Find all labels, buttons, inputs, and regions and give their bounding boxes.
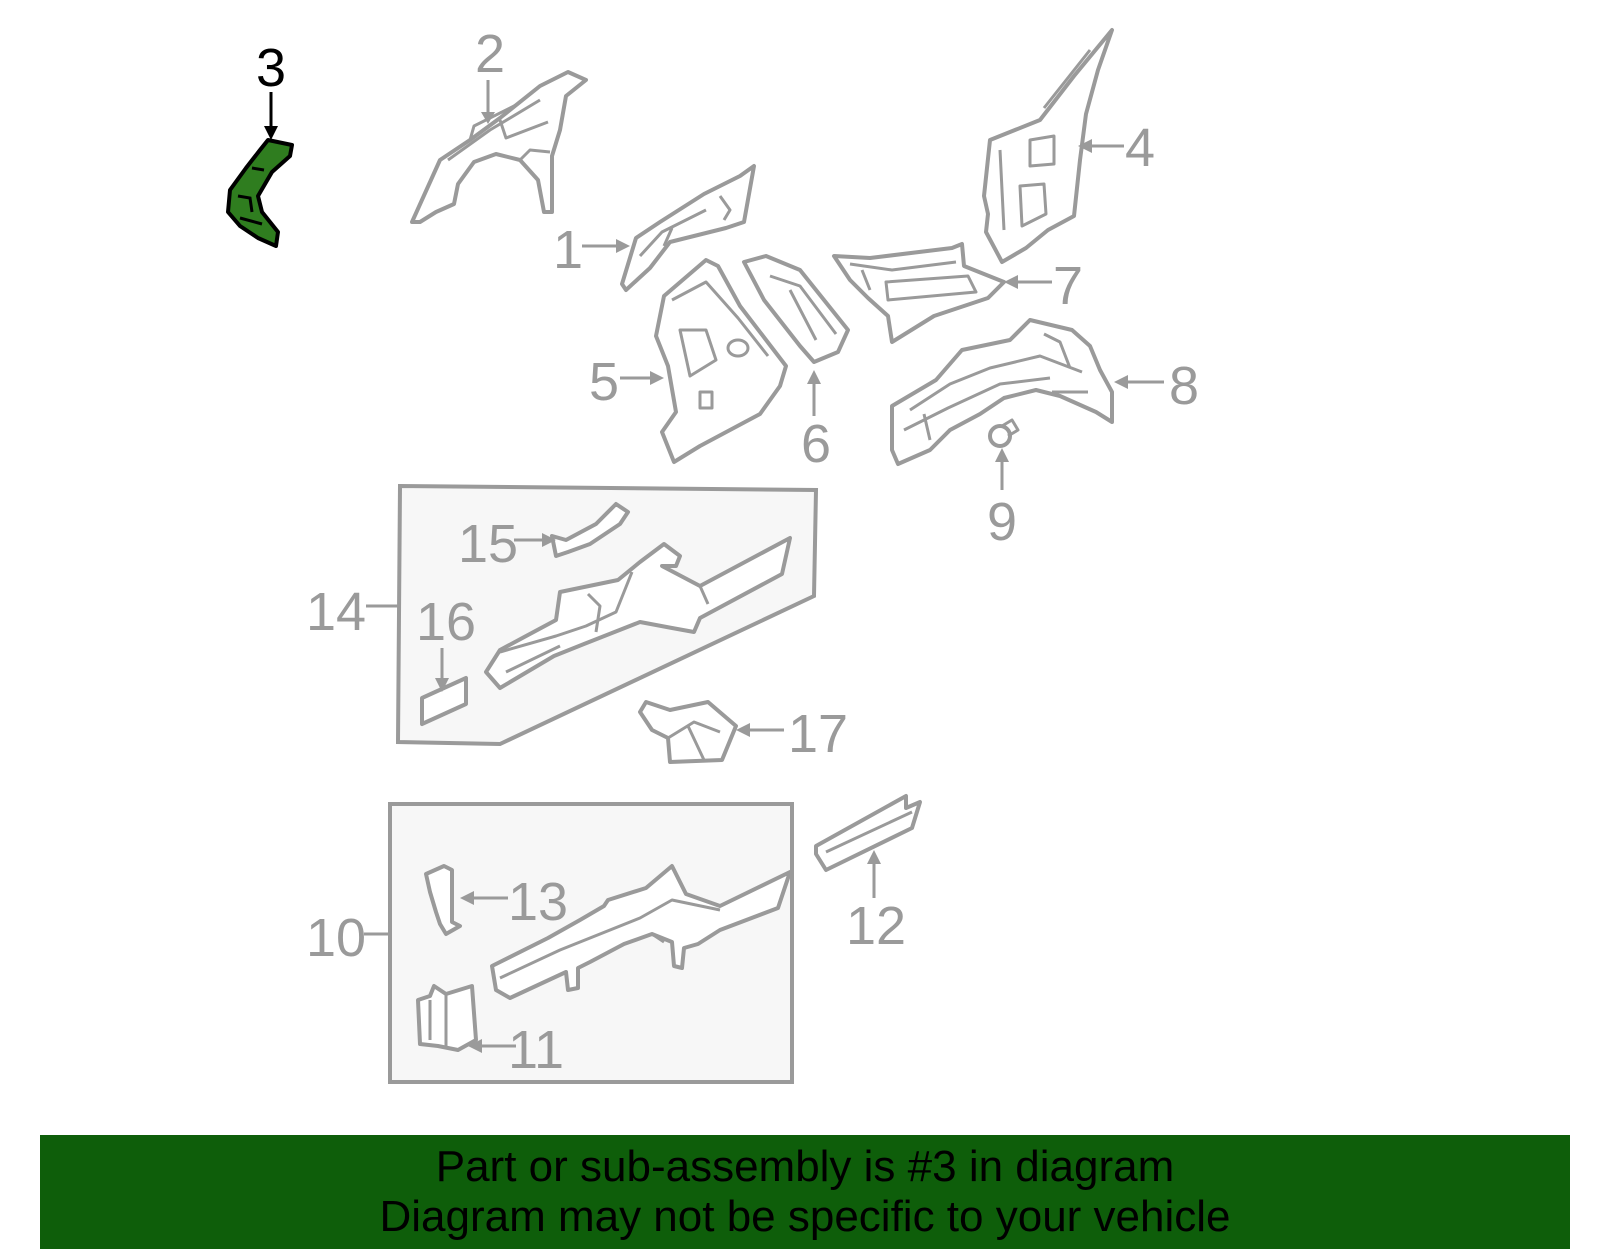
callout-9[interactable]: 9 [987, 492, 1017, 552]
part-7-group[interactable]: 7 [832, 242, 1083, 344]
callout-13[interactable]: 13 [508, 872, 568, 932]
part-3-highlighted[interactable] [226, 138, 294, 248]
part-1-detail [638, 195, 732, 258]
part-17-detail [667, 720, 721, 761]
part-4-detail [998, 49, 1092, 231]
part-11-detail [428, 994, 448, 1046]
part-16-arrowhead [435, 678, 449, 692]
part-5-arrowhead [650, 371, 664, 385]
part-10-rail-detail [499, 898, 721, 980]
callout-7[interactable]: 7 [1053, 256, 1083, 316]
part-12-detail [825, 810, 913, 854]
callout-16[interactable]: 16 [416, 592, 476, 652]
subassembly-10-group[interactable]: 10 13 11 [306, 802, 794, 1084]
part-8-arrowhead [1114, 375, 1128, 389]
callout-12[interactable]: 12 [846, 896, 906, 956]
callout-2[interactable]: 2 [475, 24, 505, 84]
part-15[interactable] [550, 502, 630, 558]
callout-10[interactable]: 10 [306, 908, 366, 968]
part-4-arrowhead [1078, 139, 1092, 153]
part-6-detail [769, 274, 838, 341]
part-17[interactable] [638, 700, 738, 764]
part-6[interactable] [742, 254, 850, 364]
part-5-detail [671, 280, 770, 410]
callout-4[interactable]: 4 [1125, 118, 1155, 178]
part-14-rail-detail [499, 571, 710, 674]
part-9-group[interactable]: 9 [987, 418, 1020, 552]
subassembly-14-group[interactable]: 14 15 16 [306, 483, 819, 747]
part-17-arrowhead [736, 723, 750, 737]
callout-6[interactable]: 6 [801, 414, 831, 474]
callout-15[interactable]: 15 [458, 514, 518, 574]
part-6-group[interactable]: 6 [742, 254, 850, 474]
callout-11[interactable]: 11 [508, 1020, 564, 1080]
callout-8[interactable]: 8 [1169, 356, 1199, 416]
notice-banner: Part or sub-assembly is #3 in diagram Di… [40, 1135, 1570, 1249]
part-9-arrowhead [995, 448, 1009, 462]
part-12-arrowhead [867, 850, 881, 864]
part-12-group[interactable]: 12 [814, 794, 922, 956]
part-3-group[interactable]: 3 [226, 38, 294, 248]
part-17-group[interactable]: 17 [638, 700, 848, 764]
callout-17[interactable]: 17 [788, 704, 848, 764]
part-2-group[interactable]: 2 [410, 24, 588, 224]
part-8-detail [903, 332, 1088, 441]
part-8[interactable] [890, 318, 1114, 466]
part-4[interactable] [982, 28, 1114, 264]
part-8-group[interactable]: 8 [890, 318, 1199, 466]
part-3-arrowhead [264, 126, 278, 140]
part-7-detail [849, 260, 978, 302]
callout-1[interactable]: 1 [553, 220, 583, 280]
part-13[interactable] [424, 864, 462, 936]
part-16[interactable] [420, 676, 468, 726]
callout-3[interactable]: 3 [256, 38, 286, 98]
part-11-arrowhead [468, 1039, 482, 1053]
part-3-detail [237, 166, 265, 226]
part-15-arrowhead [542, 533, 556, 547]
part-1-arrowhead [616, 239, 630, 253]
part-7-arrowhead [1004, 275, 1018, 289]
part-5-group[interactable]: 5 [589, 258, 788, 464]
banner-line-2: Diagram may not be specific to your vehi… [379, 1192, 1231, 1241]
part-7[interactable] [832, 242, 1006, 344]
part-10-rail[interactable] [490, 864, 792, 1000]
part-5[interactable] [654, 258, 788, 464]
part-9-detail [1001, 418, 1020, 438]
callout-5[interactable]: 5 [589, 352, 619, 412]
part-2-detail [447, 98, 551, 162]
part-2-arrowhead [481, 112, 495, 124]
part-6-arrowhead [807, 370, 821, 384]
part-1[interactable] [620, 164, 756, 292]
banner-line-1: Part or sub-assembly is #3 in diagram [435, 1142, 1175, 1191]
part-1-group[interactable]: 1 [553, 164, 756, 292]
part-4-group[interactable]: 4 [982, 28, 1155, 264]
part-2[interactable] [410, 70, 588, 224]
callout-14[interactable]: 14 [306, 582, 366, 642]
part-13-arrowhead [460, 891, 474, 905]
part-9[interactable] [988, 424, 1012, 448]
